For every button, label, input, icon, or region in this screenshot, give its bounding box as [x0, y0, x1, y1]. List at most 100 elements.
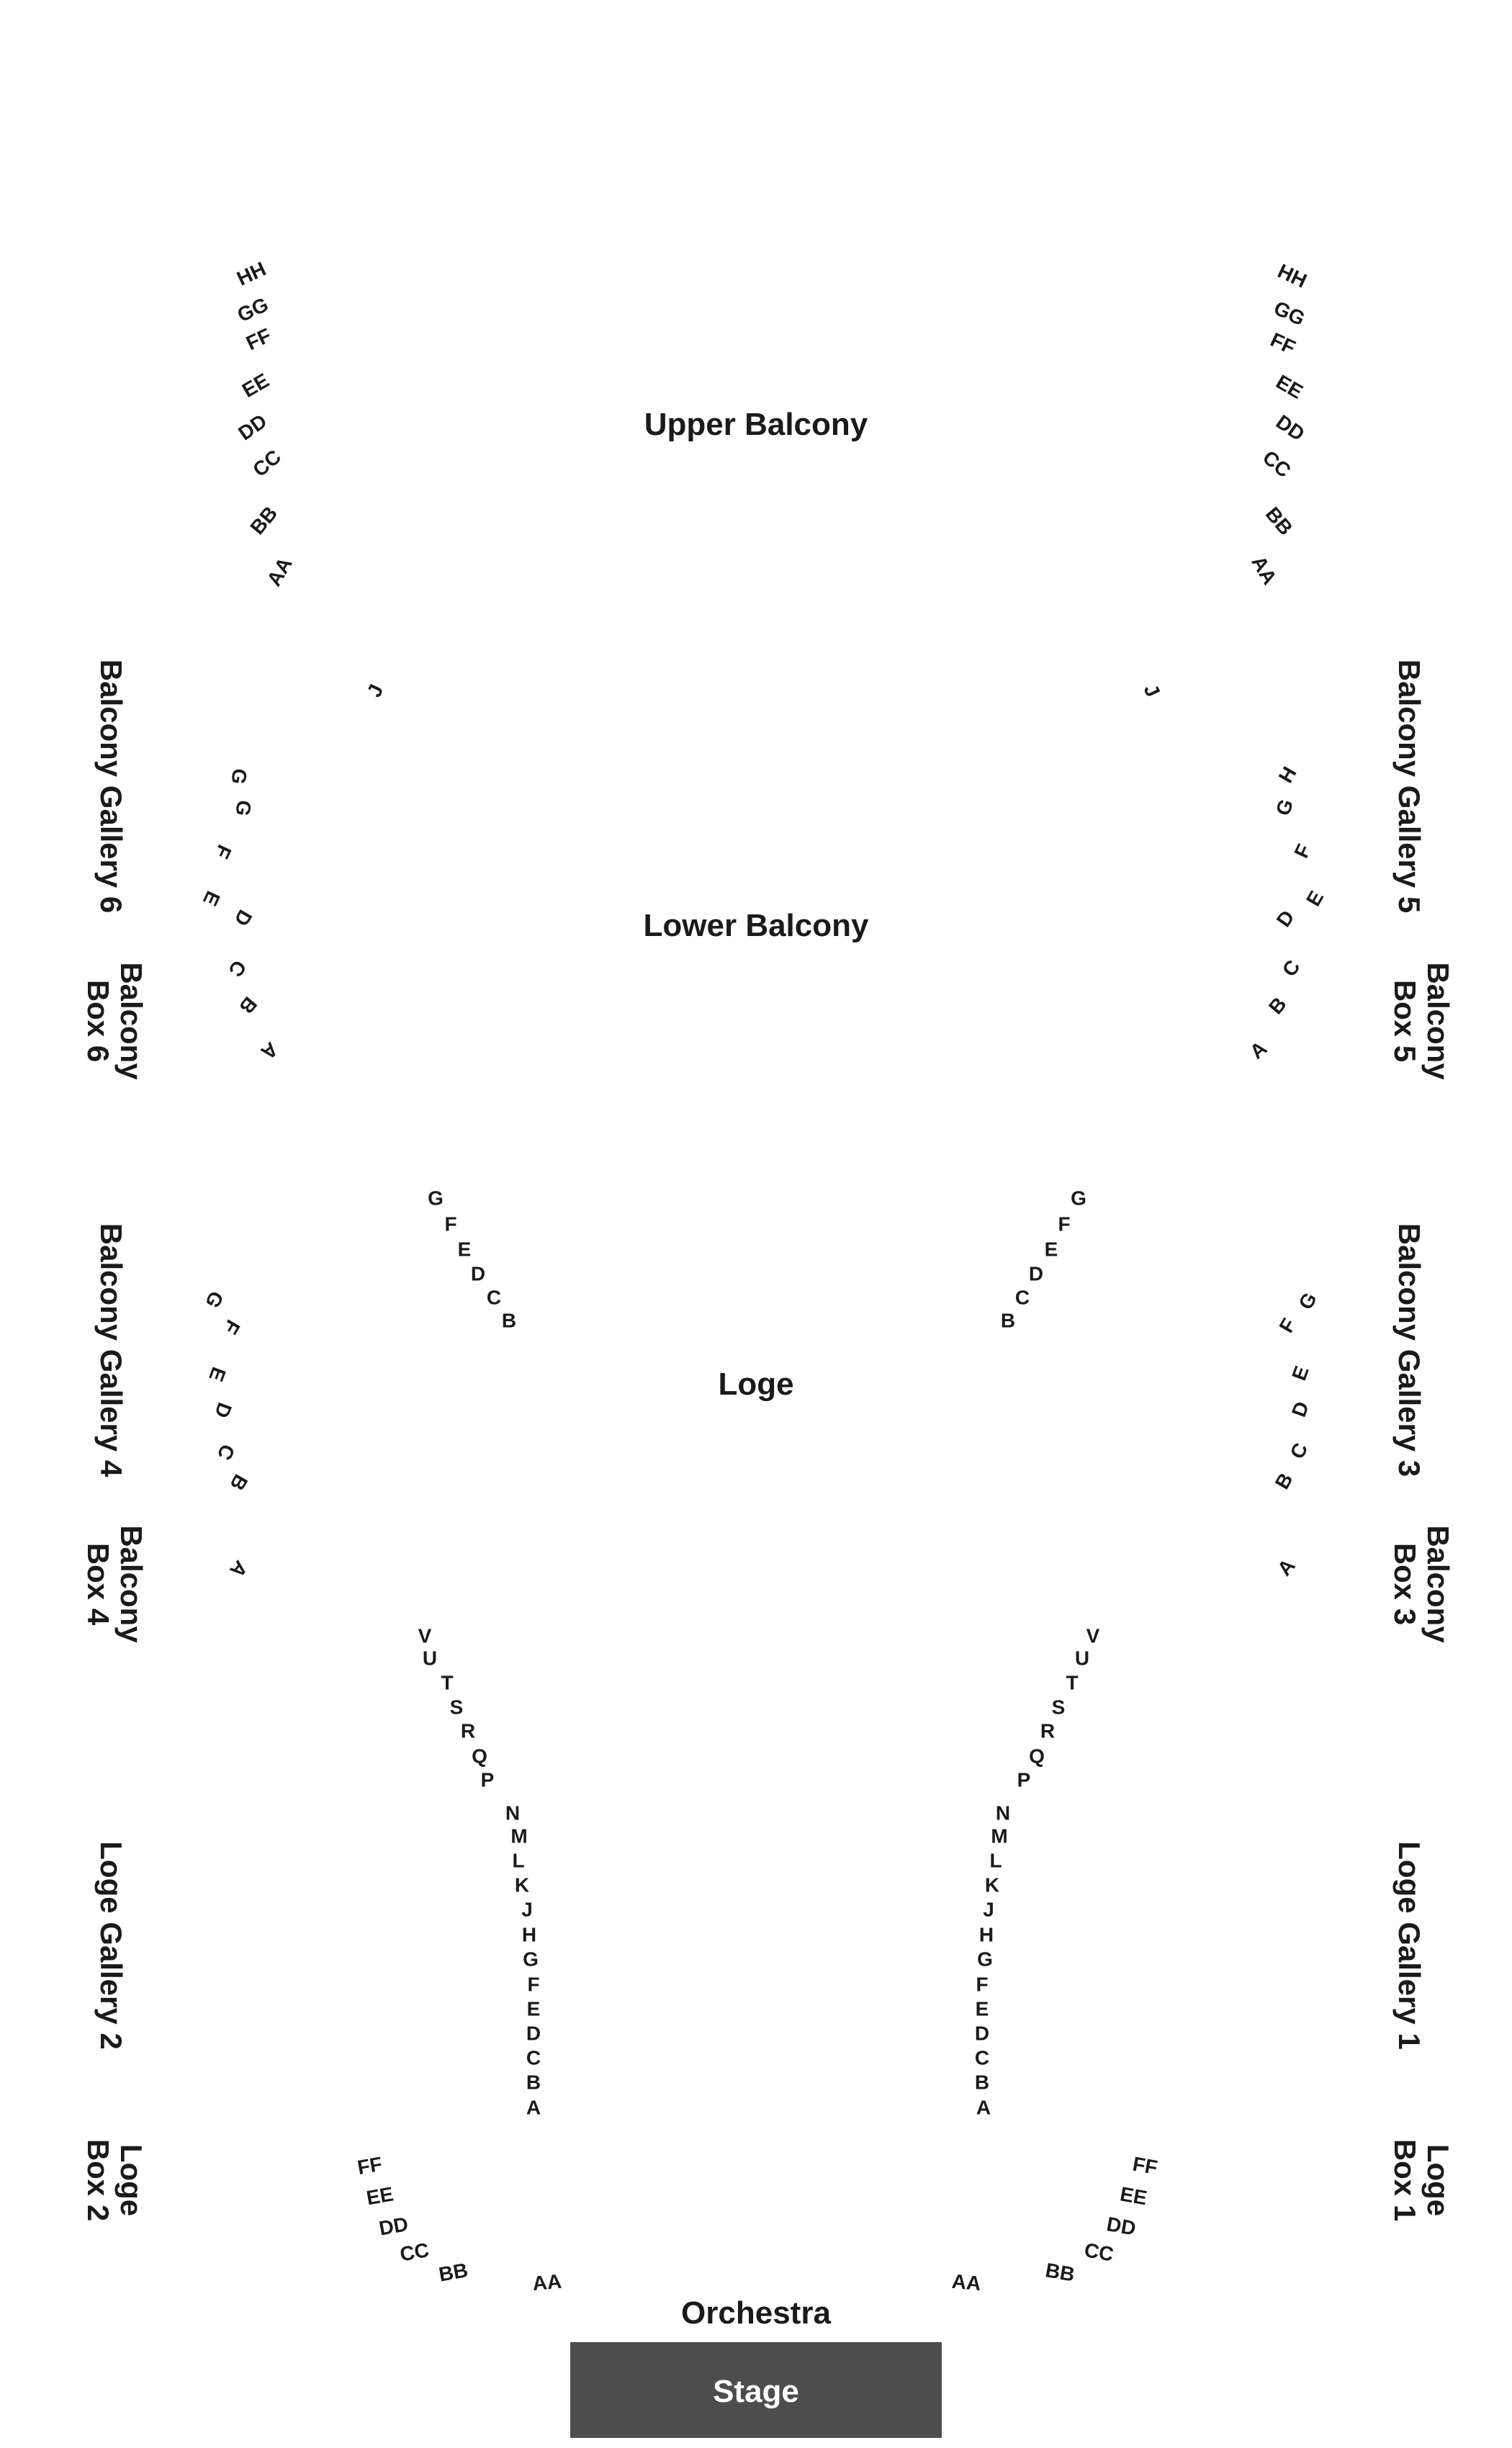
row-label[interactable]: F — [527, 1973, 539, 1995]
row-label[interactable]: G — [523, 1948, 539, 1970]
row-label[interactable]: V — [418, 1624, 432, 1647]
row-label[interactable]: P — [481, 1768, 495, 1791]
row-label[interactable]: N — [996, 1801, 1010, 1824]
row-label[interactable]: A — [976, 2096, 991, 2118]
row-label[interactable]: R — [461, 1719, 475, 1742]
row-label[interactable]: B — [526, 2071, 541, 2093]
row-label[interactable]: D — [471, 1262, 485, 1284]
row-label[interactable]: N — [505, 1801, 520, 1824]
row-label[interactable]: CC — [398, 2238, 431, 2266]
row-label[interactable]: E — [458, 1238, 472, 1260]
row-label[interactable]: E — [1045, 1238, 1058, 1260]
row-label[interactable]: F — [444, 1212, 456, 1235]
row-label[interactable]: D — [975, 2022, 989, 2044]
row-label[interactable]: C — [213, 1441, 240, 1463]
row-label[interactable]: J — [983, 1898, 994, 1920]
row-label[interactable]: G — [428, 1187, 444, 1209]
row-label[interactable]: H — [979, 1923, 994, 1945]
row-label[interactable]: R — [1040, 1719, 1055, 1742]
loge-gallery-2[interactable]: Loge Gallery 2 — [94, 1841, 128, 2049]
row-label[interactable]: BB — [246, 502, 282, 539]
row-label[interactable]: A — [225, 1557, 252, 1582]
row-label[interactable]: S — [1052, 1696, 1066, 1718]
row-label[interactable]: DD — [377, 2213, 410, 2240]
balcony-gallery-6[interactable]: Balcony Gallery 6 — [94, 660, 128, 914]
balcony-gallery-3[interactable]: Balcony Gallery 3 — [1392, 1223, 1426, 1477]
row-label[interactable]: F — [976, 1973, 988, 1995]
row-label[interactable]: G — [227, 767, 251, 786]
row-label[interactable]: E — [527, 1997, 541, 2020]
row-label[interactable]: EE — [1272, 370, 1307, 403]
row-label[interactable]: F — [1058, 1212, 1070, 1235]
row-label[interactable]: D — [1272, 906, 1299, 931]
row-label[interactable]: BB — [1044, 2259, 1076, 2286]
row-label[interactable]: EE — [238, 369, 273, 402]
row-label[interactable]: HH — [233, 257, 269, 289]
row-label[interactable]: C — [487, 1286, 501, 1308]
row-label[interactable]: U — [423, 1647, 437, 1669]
row-label[interactable]: S — [450, 1696, 464, 1718]
row-label[interactable]: M — [991, 1824, 1007, 1847]
row-label[interactable]: H — [522, 1923, 536, 1945]
row-label[interactable]: G — [977, 1948, 993, 1970]
row-label[interactable]: H — [1274, 762, 1301, 786]
row-label[interactable]: D — [1029, 1262, 1043, 1284]
row-label[interactable]: J — [1140, 680, 1165, 700]
balcony-gallery-5[interactable]: Balcony Gallery 5 — [1392, 660, 1426, 914]
row-label[interactable]: CC — [1083, 2238, 1115, 2266]
balcony-box-3[interactable]: Balcony Box 3 — [1388, 1525, 1455, 1643]
row-label[interactable]: DD — [1105, 2213, 1138, 2240]
row-label[interactable]: G — [1071, 1187, 1086, 1209]
loge-box-2[interactable]: Loge Box 2 — [81, 2139, 148, 2221]
row-label[interactable]: G — [1272, 796, 1298, 819]
row-label[interactable]: T — [441, 1671, 453, 1693]
row-label[interactable]: HH — [1274, 259, 1310, 292]
section-orchestra[interactable]: Orchestra — [681, 2295, 831, 2331]
row-label[interactable]: B — [1001, 1309, 1015, 1331]
row-label[interactable]: B — [225, 1471, 252, 1495]
row-label[interactable]: E — [976, 1997, 989, 2020]
row-label[interactable]: T — [1066, 1671, 1078, 1693]
row-label[interactable]: CC — [248, 446, 285, 482]
row-label[interactable]: J — [363, 680, 388, 700]
row-label[interactable]: L — [512, 1849, 524, 1871]
row-label[interactable]: Q — [472, 1745, 487, 1767]
row-label[interactable]: C — [526, 2046, 541, 2069]
row-label[interactable]: E — [1287, 1363, 1313, 1383]
balcony-box-4[interactable]: Balcony Box 4 — [81, 1525, 148, 1643]
row-label[interactable]: BB — [437, 2259, 469, 2286]
row-label[interactable]: FF — [243, 324, 274, 355]
row-label[interactable]: B — [1271, 1469, 1297, 1493]
row-label[interactable]: L — [989, 1849, 1002, 1871]
balcony-box-6[interactable]: Balcony Box 6 — [81, 962, 148, 1080]
row-label[interactable]: B — [502, 1309, 516, 1331]
row-label[interactable]: B — [235, 993, 261, 1018]
section-loge[interactable]: Loge — [718, 1367, 793, 1402]
balcony-box-5[interactable]: Balcony Box 5 — [1388, 962, 1455, 1080]
row-label[interactable]: EE — [1118, 2182, 1148, 2209]
row-label[interactable]: AA — [951, 2270, 982, 2295]
row-label[interactable]: E — [199, 888, 225, 909]
row-label[interactable]: A — [1273, 1554, 1300, 1580]
row-label[interactable]: D — [210, 1400, 236, 1421]
row-label[interactable]: D — [1287, 1398, 1313, 1420]
loge-box-1[interactable]: Loge Box 1 — [1388, 2139, 1455, 2221]
balcony-gallery-4[interactable]: Balcony Gallery 4 — [94, 1223, 128, 1477]
row-label[interactable]: D — [526, 2022, 541, 2044]
row-label[interactable]: C — [975, 2046, 989, 2069]
row-label[interactable]: A — [257, 1038, 282, 1064]
row-label[interactable]: A — [526, 2096, 541, 2118]
row-label[interactable]: GG — [1271, 297, 1309, 330]
row-label[interactable]: F — [219, 1316, 244, 1338]
row-label[interactable]: AA — [1247, 552, 1281, 589]
row-label[interactable]: C — [1286, 1439, 1313, 1462]
row-label[interactable]: AA — [531, 2270, 562, 2295]
row-label[interactable]: C — [224, 956, 251, 981]
row-label[interactable]: FF — [356, 2153, 384, 2179]
row-label[interactable]: F — [210, 842, 235, 863]
row-label[interactable]: K — [985, 1873, 999, 1896]
row-label[interactable]: B — [1264, 993, 1291, 1018]
row-label[interactable]: CC — [1259, 446, 1295, 482]
row-label[interactable]: FF — [1131, 2153, 1159, 2179]
row-label[interactable]: G — [231, 798, 256, 818]
